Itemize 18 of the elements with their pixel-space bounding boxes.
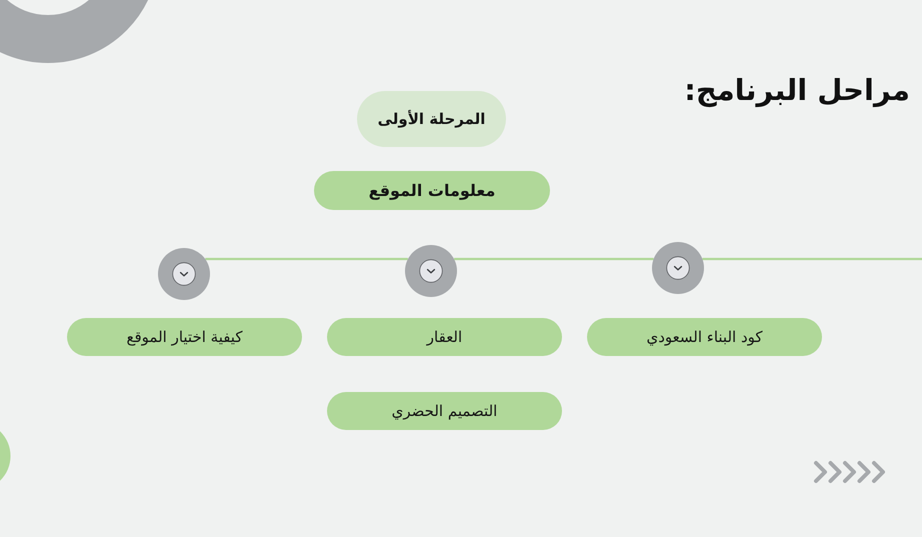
- page-title: مراحل البرنامج:: [684, 72, 910, 110]
- stage-label: كود البناء السعودي: [646, 328, 763, 346]
- timeline-line: [702, 258, 922, 260]
- timeline-circle: [405, 245, 457, 297]
- timeline-line: [454, 258, 654, 260]
- timeline-circle: [652, 242, 704, 294]
- stage-pill: [314, 171, 550, 210]
- stage-label: كيفية اختيار الموقع: [126, 328, 242, 346]
- stage-label: المرحلة الأولى: [378, 110, 486, 128]
- timeline-line: [205, 258, 408, 260]
- stage-pill: [587, 318, 822, 356]
- stage-label: العقار: [426, 328, 462, 346]
- timeline-circle: [158, 248, 210, 300]
- stage-pill: [67, 318, 302, 356]
- stage-pill: [327, 318, 562, 356]
- stage-pill: [327, 392, 562, 430]
- stage-label: معلومات الموقع: [368, 180, 496, 200]
- stage-label: التصميم الحضري: [392, 402, 498, 420]
